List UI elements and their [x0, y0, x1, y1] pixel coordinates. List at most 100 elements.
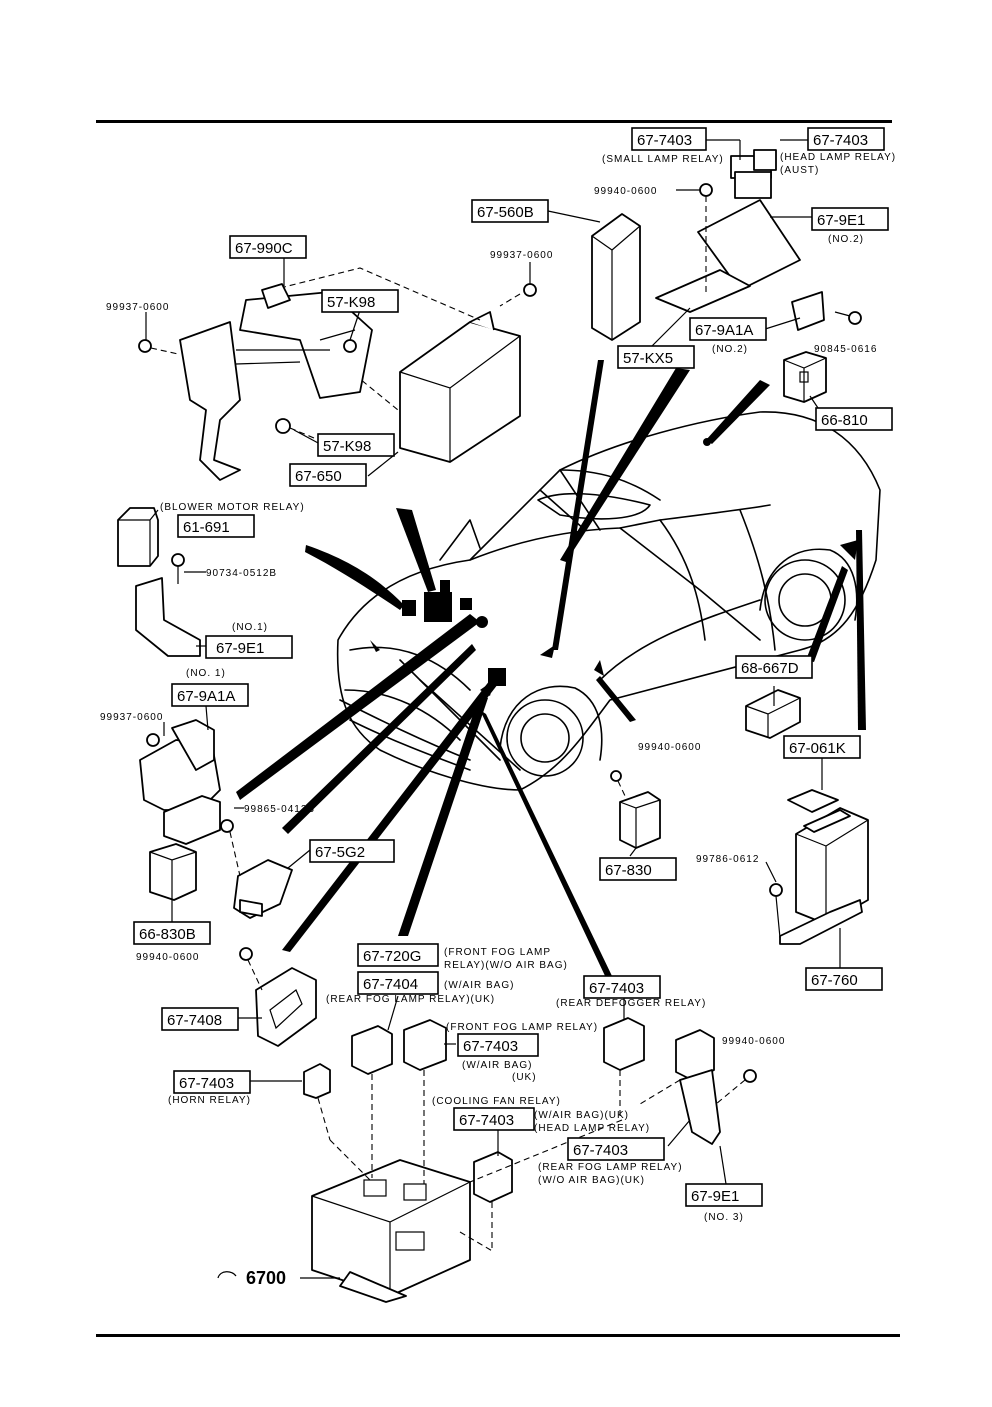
box-720g: [357, 943, 439, 967]
label-7403-horn: 67-7403: [179, 1075, 234, 1092]
box-650: [289, 463, 367, 487]
label-k98-b: 57-K98: [323, 438, 371, 455]
label-no2-b: (NO.2): [712, 344, 748, 355]
label-rear-fog-uk: (REAR FOG LAMP RELAY)(UK): [326, 994, 495, 1005]
label-cooling-fan-relay: (COOLING FAN RELAY): [432, 1096, 561, 1107]
label-aust: (AUST): [780, 165, 819, 176]
box-7404: [357, 971, 439, 995]
label-650: 67-650: [295, 468, 342, 485]
label-5g2: 67-5G2: [315, 844, 365, 861]
label-no3: (NO. 3): [704, 1212, 744, 1223]
label-no2-a: (NO.2): [828, 234, 864, 245]
ecu-67760: [769, 807, 869, 945]
relay-cluster: [303, 1017, 757, 1253]
label-99937-c: 99937-0600: [100, 712, 163, 723]
label-7403-fog: 67-7403: [463, 1038, 518, 1055]
bottom-rule: [96, 1334, 900, 1337]
label-7403-rearfog: 67-7403: [573, 1142, 628, 1159]
label-7404: 67-7404: [363, 976, 418, 993]
label-7403-small: 67-7403: [637, 132, 692, 149]
label-99937-a: 99937-0600: [490, 250, 553, 261]
label-6700: 6700: [246, 1268, 286, 1288]
box-560b: [471, 199, 549, 223]
label-720g: 67-720G: [363, 948, 421, 965]
box-7403-cool: [453, 1107, 535, 1131]
reference-arrow-icon: [217, 1271, 237, 1279]
label-99940-mid: 99940-0600: [638, 742, 701, 753]
relay-67830: [610, 770, 661, 849]
box-66810: [815, 407, 893, 431]
box-7403-head: [807, 127, 885, 151]
label-61691: 61-691: [183, 519, 230, 536]
box-9a1a-left: [171, 683, 249, 707]
label-99940-left: 99940-0600: [136, 952, 199, 963]
relay-7408: [239, 947, 317, 1047]
top-rule: [96, 120, 892, 123]
label-560b: 67-560B: [477, 204, 534, 221]
bracket-9a1a-left: [139, 719, 234, 901]
label-99940-top: 99940-0600: [594, 186, 657, 197]
label-99865: 99865-0412B: [244, 804, 315, 815]
box-7408: [161, 1007, 239, 1031]
label-99937-b: 99937-0600: [106, 302, 169, 313]
label-front-fog-lamp-relay: (FRONT FOG LAMP RELAY): [446, 1022, 598, 1033]
pointer-wedges: [236, 360, 866, 978]
label-rear-fog-lamp-relay: (REAR FOG LAMP RELAY): [538, 1162, 683, 1173]
box-7403-defog: [583, 975, 661, 999]
box-7403-horn: [173, 1070, 251, 1094]
label-9a1a-top: 67-9A1A: [695, 322, 753, 339]
label-99940-right: 99940-0600: [722, 1036, 785, 1047]
relay-block-6700: [311, 1159, 471, 1303]
box-5g2: [309, 839, 395, 863]
box-830: [599, 857, 677, 881]
box-61691: [177, 514, 255, 538]
part-675g2: [229, 831, 293, 919]
label-uk-a: (UK): [512, 1072, 537, 1083]
car-illustration: [336, 411, 881, 791]
label-wo-air-bag-uk: (W/O AIR BAG)(UK): [538, 1175, 645, 1186]
label-horn-relay: (HORN RELAY): [168, 1095, 251, 1106]
label-760: 67-760: [811, 972, 858, 989]
box-9e1-no1: [205, 635, 293, 659]
module-560b: [591, 213, 641, 341]
label-061k: 67-061K: [789, 740, 846, 757]
label-66810: 66-810: [821, 412, 868, 429]
label-head-lamp-relay-2: (HEAD LAMP RELAY): [534, 1123, 650, 1134]
label-7403-head: 67-7403: [813, 132, 868, 149]
box-9e1-no3: [685, 1183, 763, 1207]
part-68667d: [745, 689, 801, 739]
label-rear-defogger-relay: (REAR DEFOGGER RELAY): [556, 998, 706, 1009]
box-66830b: [133, 921, 211, 945]
label-90734: 90734-0512B: [206, 568, 277, 579]
label-7403-defog: 67-7403: [589, 980, 644, 997]
label-w-air-bag-b: (W/AIR BAG): [462, 1060, 532, 1071]
label-990c: 67-990C: [235, 240, 293, 257]
box-7403-rearfog: [567, 1137, 665, 1161]
label-w-air-bag-a: (W/AIR BAG): [444, 980, 514, 991]
label-9e1-no3: 67-9E1: [691, 1188, 739, 1205]
label-9a1a-left: 67-9A1A: [177, 688, 235, 705]
box-990c: [229, 235, 307, 259]
label-head-lamp-relay: (HEAD LAMP RELAY): [780, 152, 896, 163]
label-small-lamp-relay: (SMALL LAMP RELAY): [602, 154, 724, 165]
box-667d: [735, 655, 813, 679]
leader-lines: [145, 139, 841, 1279]
part-67061k: [787, 789, 839, 813]
label-66830b: 66-830B: [139, 926, 196, 943]
box-760: [805, 967, 883, 991]
label-w-air-bag-uk: (W/AIR BAG)(UK): [534, 1110, 629, 1121]
label-kx5: 57-KX5: [623, 350, 673, 367]
label-blower-motor-relay: (BLOWER MOTOR RELAY): [160, 502, 305, 513]
label-99786: 99786-0612: [696, 854, 759, 865]
blower-motor-relay: [117, 507, 201, 657]
label-9e1-no2: 67-9E1: [817, 212, 865, 229]
box-k98-a: [321, 289, 399, 313]
label-90845: 90845-0616: [814, 344, 877, 355]
box-061k: [783, 735, 861, 759]
part-number-boxes: [133, 127, 893, 1207]
head-lamp-relay-group: [655, 149, 862, 331]
label-7408: 67-7408: [167, 1012, 222, 1029]
label-7403-cool: 67-7403: [459, 1112, 514, 1129]
label-830: 67-830: [605, 862, 652, 879]
